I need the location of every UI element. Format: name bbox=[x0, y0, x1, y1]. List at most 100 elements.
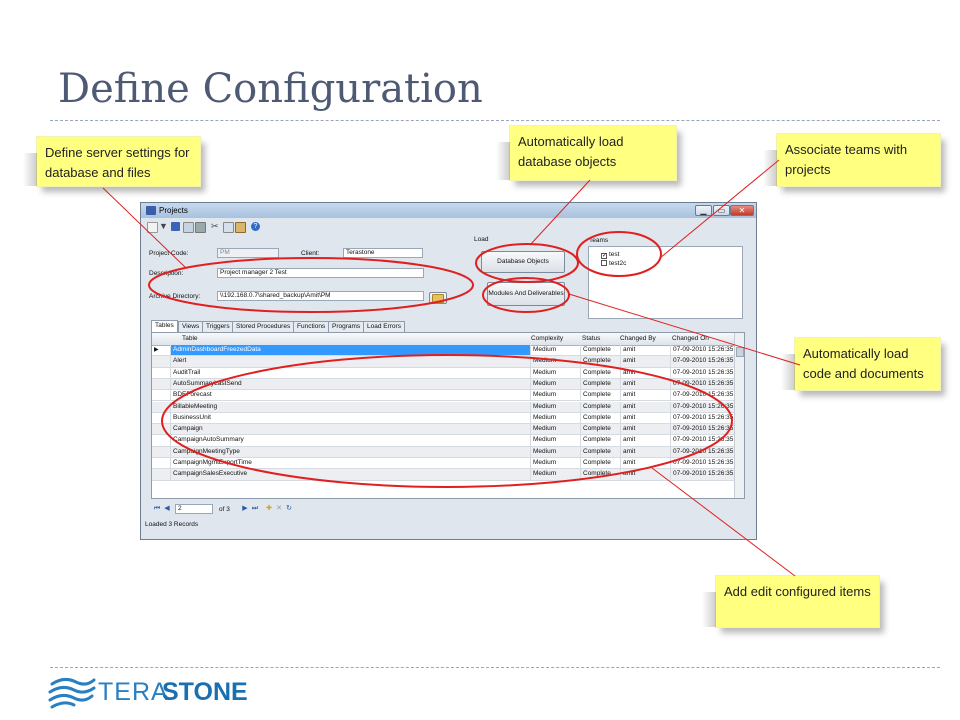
archive-directory-field[interactable]: \\192.168.0.7\shared_backup\Amit\PM bbox=[217, 291, 424, 301]
vertical-scrollbar[interactable] bbox=[734, 333, 744, 498]
table-cell[interactable]: 07-09-2010 15:26:35 bbox=[670, 378, 736, 390]
table-cell[interactable]: 07-09-2010 15:26:35 bbox=[670, 412, 736, 424]
table-cell[interactable]: AuditTrail bbox=[170, 367, 530, 378]
table-cell[interactable]: amit bbox=[620, 458, 670, 469]
table-cell[interactable]: amit bbox=[620, 390, 670, 401]
table-cell[interactable]: CampaignMgmtExportTime bbox=[170, 458, 530, 469]
table-cell[interactable]: BDEForecast bbox=[170, 390, 530, 401]
table-cell[interactable]: Complete bbox=[580, 390, 620, 401]
cut-icon[interactable]: ✂ bbox=[211, 221, 219, 231]
maximize-button[interactable]: ▭ bbox=[713, 205, 730, 216]
table-cell[interactable]: 07-09-2010 15:26:35 bbox=[670, 435, 736, 446]
team-item-test[interactable]: ✓test bbox=[601, 251, 619, 259]
tab-tables[interactable]: Tables bbox=[151, 320, 178, 332]
table-cell[interactable]: Medium bbox=[530, 446, 580, 457]
table-cell[interactable]: CampaignAutoSummary bbox=[170, 435, 530, 446]
record-position-field[interactable]: 2 bbox=[175, 504, 213, 514]
table-cell[interactable]: Medium bbox=[530, 412, 580, 424]
table-cell[interactable]: Complete bbox=[580, 458, 620, 469]
tab-functions[interactable]: Functions bbox=[293, 321, 330, 332]
table-cell[interactable]: amit bbox=[620, 401, 670, 412]
table-cell[interactable]: amit bbox=[620, 424, 670, 435]
table-cell[interactable]: Medium bbox=[530, 435, 580, 446]
team-item-test2c[interactable]: test2c bbox=[601, 260, 626, 267]
description-field[interactable]: Project manager 2 Test bbox=[217, 268, 424, 278]
tab-triggers[interactable]: Triggers bbox=[202, 321, 234, 332]
next-record-icon[interactable]: ▶ bbox=[242, 505, 248, 512]
table-cell[interactable]: 07-09-2010 15:26:35 bbox=[670, 446, 736, 457]
table-cell[interactable]: Medium bbox=[530, 367, 580, 378]
table-cell[interactable]: amit bbox=[620, 345, 670, 356]
table-cell[interactable]: amit bbox=[620, 412, 670, 424]
column-header-changed-on[interactable]: Changed On bbox=[672, 335, 709, 342]
database-objects-button[interactable]: Database Objects bbox=[481, 251, 565, 273]
table-cell[interactable]: amit bbox=[620, 378, 670, 390]
table-cell[interactable]: amit bbox=[620, 446, 670, 457]
first-record-icon[interactable]: ⏮ bbox=[153, 505, 161, 512]
table-cell[interactable]: Complete bbox=[580, 435, 620, 446]
refresh-icon[interactable]: ↻ bbox=[286, 505, 292, 512]
table-cell[interactable]: amit bbox=[620, 367, 670, 378]
project-code-field[interactable]: PM bbox=[217, 248, 279, 258]
column-header-changed-by[interactable]: Changed By bbox=[620, 335, 656, 342]
table-cell[interactable]: Medium bbox=[530, 378, 580, 390]
scrollbar-thumb[interactable] bbox=[736, 347, 744, 357]
window-titlebar[interactable]: Projects ▁ ▭ ✕ bbox=[141, 203, 756, 218]
preview-icon[interactable] bbox=[183, 222, 194, 233]
save-icon[interactable] bbox=[171, 222, 180, 231]
last-record-icon[interactable]: ⏭ bbox=[251, 505, 259, 512]
checkbox-unchecked-icon[interactable] bbox=[601, 260, 607, 266]
table-cell[interactable]: Medium bbox=[530, 345, 580, 356]
table-cell[interactable]: Complete bbox=[580, 401, 620, 412]
table-cell[interactable]: 07-09-2010 15:26:35 bbox=[670, 390, 736, 401]
table-cell[interactable]: 07-09-2010 15:26:35 bbox=[670, 367, 736, 378]
table-cell[interactable]: Medium bbox=[530, 356, 580, 367]
table-cell[interactable]: Complete bbox=[580, 412, 620, 424]
table-cell[interactable]: 07-09-2010 15:26:35 bbox=[670, 345, 736, 356]
table-cell[interactable]: BusinessUnit bbox=[170, 412, 530, 424]
delete-record-icon[interactable]: ✕ bbox=[276, 505, 282, 512]
table-cell[interactable]: Complete bbox=[580, 356, 620, 367]
table-cell[interactable]: Campaign bbox=[170, 424, 530, 435]
copy-icon[interactable] bbox=[223, 222, 234, 233]
filter-icon[interactable]: ▼ bbox=[159, 221, 168, 231]
column-header-status[interactable]: Status bbox=[582, 335, 601, 342]
column-header-complexity[interactable]: Complexity bbox=[531, 335, 564, 342]
table-cell[interactable]: Alert bbox=[170, 356, 530, 367]
table-cell[interactable]: Medium bbox=[530, 390, 580, 401]
checkbox-checked-icon[interactable]: ✓ bbox=[601, 253, 608, 259]
table-cell[interactable]: AutoSummaryLastSend bbox=[170, 378, 530, 390]
minimize-button[interactable]: ▁ bbox=[695, 205, 712, 216]
tab-stored-procedures[interactable]: Stored Procedures bbox=[232, 321, 295, 332]
table-cell[interactable]: amit bbox=[620, 356, 670, 367]
table-cell[interactable]: 07-09-2010 15:26:35 bbox=[670, 356, 736, 367]
client-field[interactable]: Terastone bbox=[343, 248, 423, 258]
table-cell[interactable]: 07-09-2010 15:26:35 bbox=[670, 469, 736, 480]
table-cell[interactable]: BillableMeeting bbox=[170, 401, 530, 412]
help-icon[interactable]: ? bbox=[251, 222, 260, 231]
table-cell[interactable]: CampaignMeetingType bbox=[170, 446, 530, 457]
table-cell[interactable]: Complete bbox=[580, 469, 620, 480]
browse-folder-button[interactable] bbox=[429, 292, 447, 304]
table-cell[interactable]: Complete bbox=[580, 446, 620, 457]
table-cell[interactable]: Medium bbox=[530, 458, 580, 469]
modules-deliverables-button[interactable]: Modules And Deliverables bbox=[487, 282, 565, 306]
table-cell[interactable]: amit bbox=[620, 469, 670, 480]
table-cell[interactable]: Complete bbox=[580, 424, 620, 435]
previous-record-icon[interactable]: ◀ bbox=[164, 505, 170, 512]
table-cell[interactable]: Complete bbox=[580, 367, 620, 378]
tab-load-errors[interactable]: Load Errors bbox=[363, 321, 405, 332]
close-button[interactable]: ✕ bbox=[730, 205, 754, 216]
tab-views[interactable]: Views bbox=[178, 321, 204, 332]
table-cell[interactable]: 07-09-2010 15:26:35 bbox=[670, 424, 736, 435]
